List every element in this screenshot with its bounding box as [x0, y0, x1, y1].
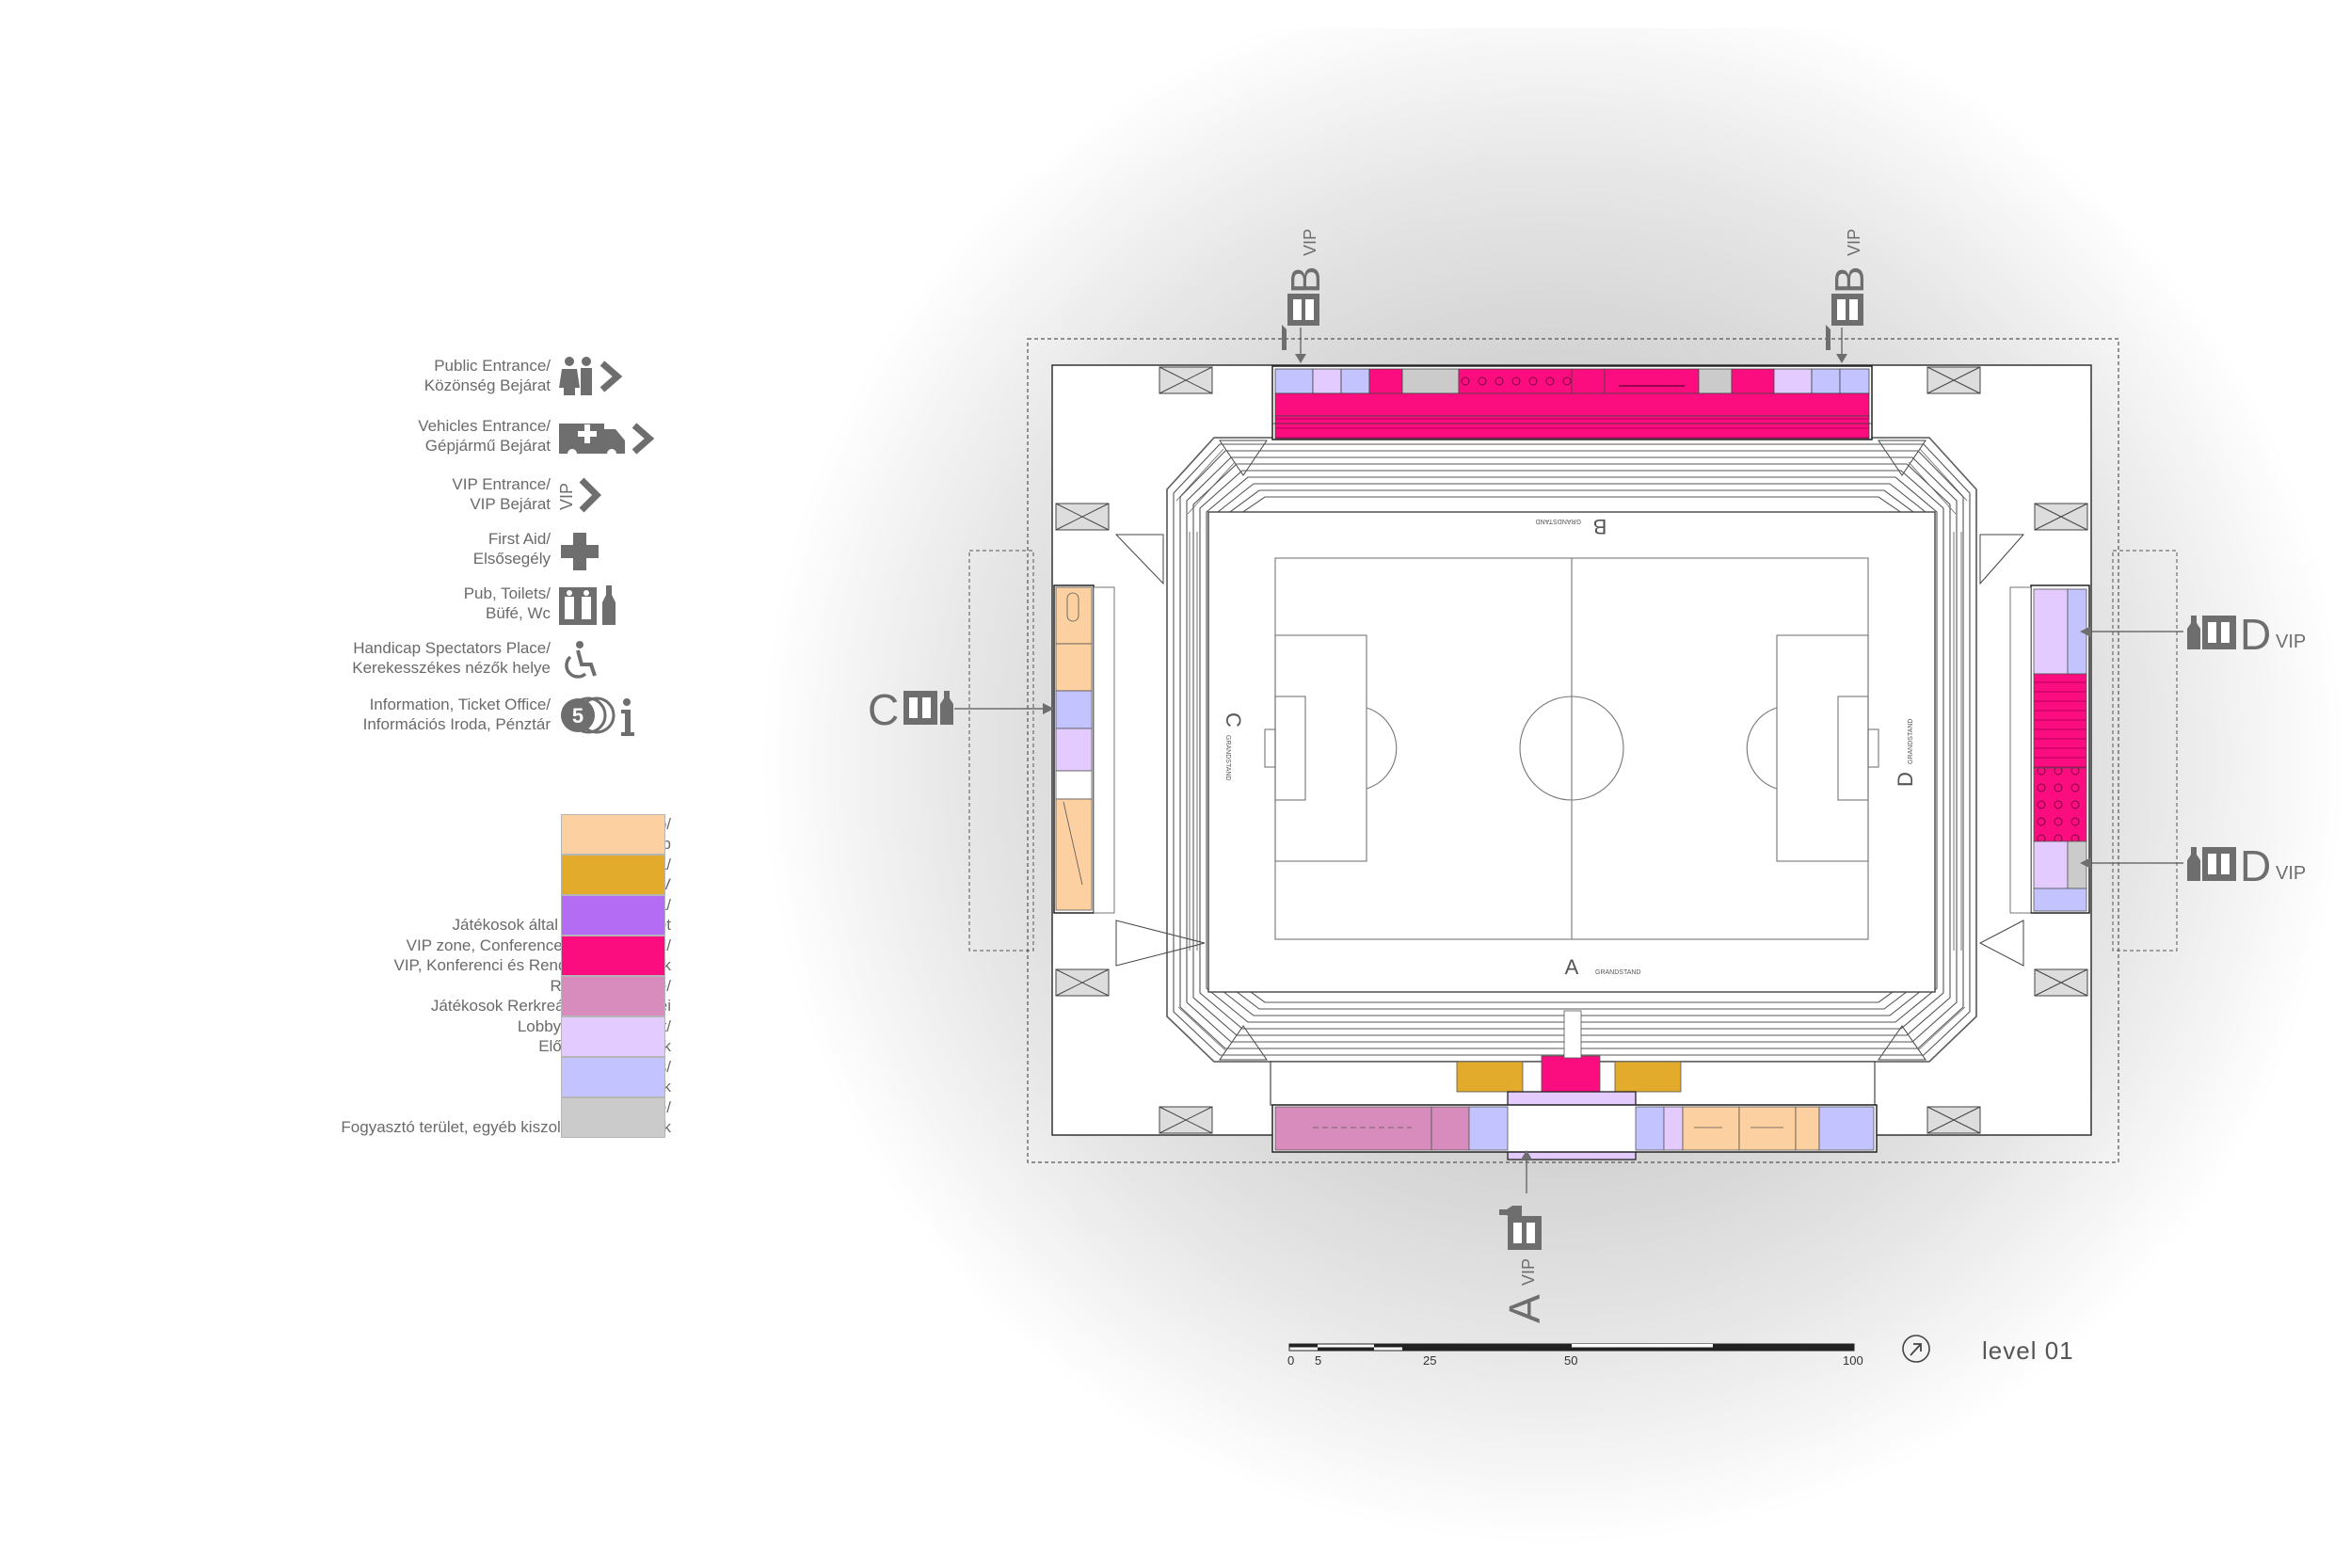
- scale-tick-5: 5: [1315, 1353, 1321, 1368]
- legend-label: Közönség Bejárat: [424, 376, 551, 394]
- color-legend-players: Players area/Játékosok által használt te…: [0, 895, 715, 936]
- svg-text:B: B: [1827, 266, 1873, 294]
- svg-text:D: D: [2240, 610, 2271, 659]
- vip-entrance-b-right: B VIP: [1826, 229, 1873, 363]
- legend-label: Public Entrance/: [434, 357, 551, 375]
- vip-entrance-a: VIP A: [1499, 1150, 1549, 1323]
- info-icon: 5: [561, 696, 634, 736]
- swatch-players: [561, 895, 665, 936]
- legend-label: Büfé, Wc: [486, 604, 551, 622]
- legend-label: Kerekesszékes nézők helye: [352, 659, 551, 677]
- legend-label: Handicap Spectators Place/: [353, 639, 551, 657]
- ambulance-arrow-icon: [559, 423, 655, 458]
- north-arrow-icon: [1902, 1335, 1930, 1363]
- scale-tick-50: 50: [1564, 1353, 1577, 1368]
- stand-label-a: A: [1565, 955, 1579, 979]
- swatch-recreation: [561, 976, 665, 1016]
- vip-entrance-d-upper: D VIP: [2080, 610, 2306, 659]
- swatch-toilets: [561, 1057, 665, 1097]
- football-field: [1264, 557, 1879, 940]
- swatch-vip: [561, 936, 665, 976]
- color-legend-offices: Offices, Shop/Irodák, Shop: [0, 814, 715, 855]
- legend-label: Gépjármű Bejárat: [424, 437, 551, 455]
- svg-text:VIP: VIP: [1519, 1258, 1538, 1286]
- grandstand-label-d: GRANDSTAND: [1908, 719, 1914, 764]
- people-arrow-icon: [559, 357, 623, 395]
- legend-label: VIP Bejárat: [470, 495, 551, 513]
- svg-text:VIP: VIP: [2276, 863, 2306, 884]
- legend-label: VIP Entrance/: [452, 475, 551, 493]
- color-legend-press: Press area/Újságírók, TV: [0, 855, 715, 895]
- grandstand-label-a: GRANDSTAND: [1595, 969, 1640, 976]
- vip-arrow-icon: VIP: [559, 477, 601, 513]
- level-label: level 01: [1982, 1336, 2074, 1365]
- svg-text:VIP: VIP: [2276, 632, 2306, 652]
- vip-entrance-d-lower: D VIP: [2080, 841, 2306, 890]
- svg-text:VIP: VIP: [1301, 229, 1319, 256]
- north-building: [1271, 365, 1873, 440]
- color-legend-vip: VIP zone, Conference and event hall/VIP,…: [0, 936, 715, 976]
- svg-text:D: D: [2240, 841, 2271, 890]
- east-building: [2009, 584, 2090, 914]
- vip-entrance-b-left: B VIP: [1282, 229, 1329, 363]
- seating-aisles: [1166, 437, 1977, 1063]
- legend-label: Információs Iroda, Pénztár: [362, 715, 551, 733]
- legend-label: Vehicles Entrance/: [418, 417, 551, 435]
- grandstand-label-b: GRANDSTAND: [1536, 518, 1581, 524]
- svg-text:A: A: [1500, 1294, 1549, 1323]
- swatch-lobby: [561, 1016, 665, 1057]
- svg-text:C: C: [868, 685, 899, 734]
- wheelchair-icon: [565, 641, 597, 679]
- corner-stair-cores: [1055, 366, 2088, 1134]
- color-legend-recreation: Recreation zone/Játékosok Rerkreációs He…: [0, 976, 715, 1016]
- scale-bar: 0 5 25 50 100: [1287, 1343, 1863, 1368]
- color-legend-lobby: Lobby, Stairs and Lift/Előtér, Közlekedő…: [0, 1016, 715, 1057]
- west-building: [1053, 584, 1115, 914]
- swatch-offices: [561, 814, 665, 855]
- public-entrance-c: C: [868, 685, 1054, 734]
- south-building: [1270, 1010, 1878, 1160]
- legend-label: Pub, Toilets/: [463, 584, 551, 602]
- svg-text:5: 5: [572, 704, 584, 728]
- color-legend-pub: Pub, Store/Fogyasztó terület, egyéb kisz…: [0, 1097, 715, 1138]
- scale-tick-0: 0: [1287, 1353, 1294, 1368]
- swatch-pub: [561, 1097, 665, 1138]
- site-boundary: [1027, 338, 2119, 1163]
- stand-label-b: B: [1593, 515, 1607, 538]
- stand-label-c: C: [1222, 712, 1245, 728]
- seating-tiers: [1166, 437, 1977, 1063]
- swatch-press: [561, 855, 665, 895]
- scale-tick-25: 25: [1423, 1353, 1436, 1368]
- svg-text:VIP: VIP: [1845, 229, 1863, 256]
- icon-legend: Public Entrance/ Közönség Bejárat Vehicl…: [0, 0, 715, 753]
- site-boundary-west: [968, 550, 1034, 952]
- color-legend-toilets: Toilets/Mosdók: [0, 1057, 715, 1097]
- scale-tick-100: 100: [1843, 1353, 1863, 1368]
- entrance-markers: B VIP B VIP C: [868, 229, 2306, 1323]
- legend-label: Information, Ticket Office/: [369, 696, 551, 713]
- grandstand-label-c: GRANDSTAND: [1224, 735, 1231, 780]
- cross-icon: [561, 533, 599, 570]
- stand-label-d: D: [1894, 772, 1917, 787]
- svg-text:VIP: VIP: [559, 483, 576, 510]
- pub-toilets-icon: [559, 585, 615, 625]
- legend-label: First Aid/: [488, 530, 551, 548]
- legend-label: Elsősegély: [472, 550, 551, 568]
- site-boundary-east: [2112, 550, 2178, 952]
- svg-text:B: B: [1283, 266, 1329, 294]
